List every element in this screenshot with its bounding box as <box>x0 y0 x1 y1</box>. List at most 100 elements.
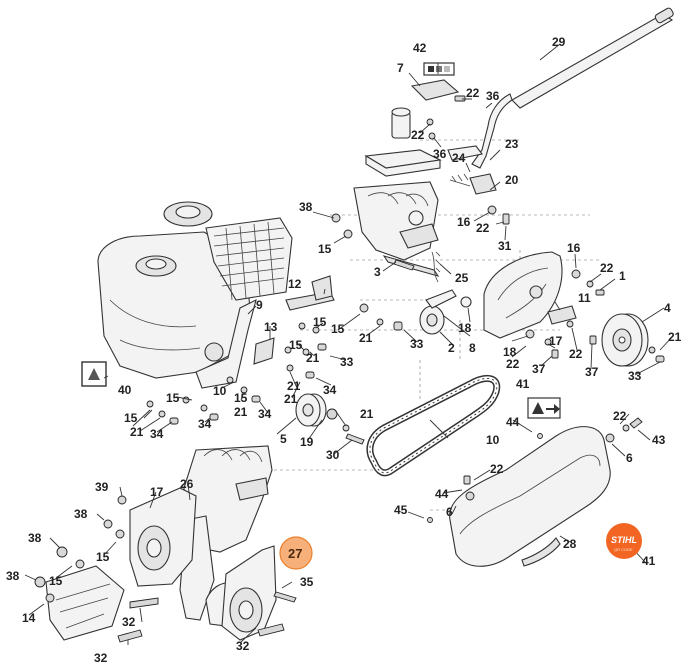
callout-33-c: 33 <box>628 369 642 383</box>
callout-43: 42 <box>413 41 427 55</box>
callout-1: 1 <box>619 269 626 283</box>
callout-15-i: 15 <box>49 574 63 588</box>
callout-15-h: 15 <box>96 550 110 564</box>
callout-labels: 42 7 22 36 22 36 24 23 29 20 16 22 31 38… <box>6 35 682 665</box>
callout-32-a: 32 <box>122 615 136 629</box>
label-43 <box>423 62 455 76</box>
bracket-11 <box>547 305 577 325</box>
callout-18-a: 18 <box>458 321 472 335</box>
callout-16-b: 16 <box>567 241 581 255</box>
belt-guard-plate <box>483 251 563 339</box>
engine <box>97 201 293 379</box>
callout-22-c: 22 <box>476 221 490 235</box>
callout-10: 10 <box>486 433 500 447</box>
callout-21-b: 21 <box>359 331 373 345</box>
tine-guard <box>45 565 125 641</box>
callout-15-j: 14 <box>22 611 36 625</box>
belt-cover <box>449 426 611 567</box>
callout-32-c: 32 <box>236 639 250 653</box>
callout-13: 10 <box>213 384 227 398</box>
callout-34-a: 34 <box>323 383 337 397</box>
callout-31: 31 <box>498 239 512 253</box>
callout-23: 23 <box>505 137 519 151</box>
callout-21-g: 21 <box>130 425 144 439</box>
callout-21-h: 21 <box>360 407 374 421</box>
shift-mechanism <box>364 79 497 195</box>
callout-45-b: 45 <box>394 503 408 517</box>
callout-22-g: 22 <box>613 409 627 423</box>
callout-14: 13 <box>264 320 278 334</box>
callout-35: 35 <box>300 575 314 589</box>
callout-34-d: 34 <box>198 417 212 431</box>
callout-21-c: 21 <box>668 330 682 344</box>
callout-22-h: 22 <box>490 462 504 476</box>
callout-2: 2 <box>448 341 455 355</box>
callout-32-b: 32 <box>94 651 108 665</box>
callout-34-b: 34 <box>258 407 272 421</box>
callout-6-a: 6 <box>626 451 633 465</box>
warning-label-42 <box>527 397 561 419</box>
callout-7: 7 <box>397 61 404 75</box>
callout-3: 3 <box>374 265 381 279</box>
engine-bracket <box>195 275 335 389</box>
callout-15-c: 15 <box>331 322 345 336</box>
callout-29: 29 <box>552 35 566 49</box>
callout-6-b: 6 <box>446 505 453 519</box>
callout-40: 41 <box>642 554 656 568</box>
callout-15-g: 15 <box>124 411 138 425</box>
callout-21-d: 21 <box>287 379 301 393</box>
pulley-5 <box>295 393 327 427</box>
stihl-logo: STIHL QR CODE <box>606 523 642 559</box>
callout-38-d: 38 <box>6 569 20 583</box>
callout-11: 11 <box>578 291 591 305</box>
callout-25: 25 <box>455 271 469 285</box>
callout-8: 8 <box>469 341 476 355</box>
callout-22-d: 22 <box>600 261 614 275</box>
callout-36-b: 36 <box>433 147 447 161</box>
callout-34-c: 34 <box>150 427 164 441</box>
callout-37-a: 37 <box>532 362 546 376</box>
callout-22-a: 22 <box>466 86 480 100</box>
callout-9: 9 <box>256 298 263 312</box>
callout-21-a: 21 <box>306 351 320 365</box>
callout-21-f: 21 <box>234 405 248 419</box>
callout-20: 20 <box>505 173 519 187</box>
callout-28: 28 <box>563 537 577 551</box>
callout-16-a: 16 <box>457 215 471 229</box>
callout-15-e: 15 <box>166 391 180 405</box>
callout-16-c: 17 <box>549 334 563 348</box>
warning-label-41 <box>81 361 107 387</box>
stihl-logo-text: STIHL <box>611 535 637 545</box>
drive-pulley <box>601 313 649 367</box>
callout-21-e: 21 <box>284 392 298 406</box>
callout-44-b: 44 <box>435 487 449 501</box>
callout-42: 41 <box>516 377 530 391</box>
callout-18-b: 18 <box>503 345 517 359</box>
callout-33-b: 33 <box>410 337 424 351</box>
v-belt <box>366 374 501 477</box>
fasteners <box>34 95 665 643</box>
callout-36-a: 36 <box>486 89 500 103</box>
callout-5: 5 <box>280 432 287 446</box>
stihl-logo-subtext: QR CODE <box>614 547 633 552</box>
highlighted-callout-27[interactable]: 27 <box>279 536 313 570</box>
callout-17: 17 <box>150 485 164 499</box>
callout-24: 24 <box>452 151 466 165</box>
callout-15-a: 15 <box>318 242 332 256</box>
callout-27: 27 <box>288 546 302 561</box>
callout-30: 30 <box>326 448 340 462</box>
callout-22-f: 22 <box>569 347 583 361</box>
callout-4: 4 <box>664 301 671 315</box>
callout-12: 12 <box>288 277 302 291</box>
callout-38-c: 38 <box>28 531 42 545</box>
shift-lever-handle <box>471 7 674 169</box>
callout-41: 40 <box>118 383 132 397</box>
callout-26: 26 <box>180 477 194 491</box>
callout-44-a: 43 <box>652 433 666 447</box>
callout-22-e: 22 <box>506 357 520 371</box>
callout-38-a: 38 <box>299 200 313 214</box>
callout-45-a: 44 <box>506 415 520 429</box>
callout-38-b: 38 <box>74 507 88 521</box>
